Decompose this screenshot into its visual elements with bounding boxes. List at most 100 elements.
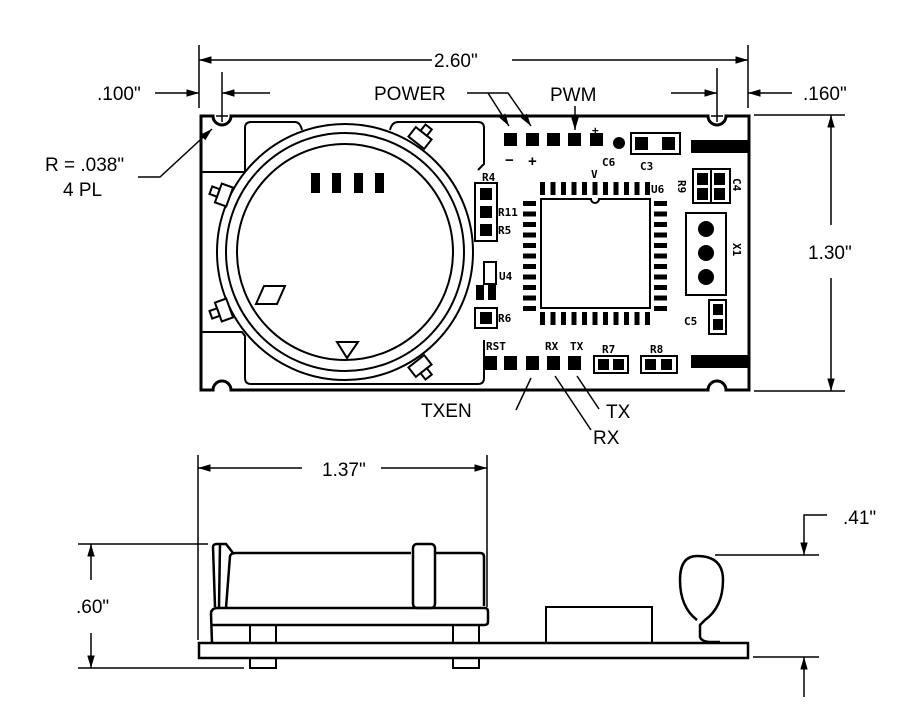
u6-pin <box>645 312 650 325</box>
u6-pin <box>603 312 608 325</box>
u6-pin <box>654 232 667 238</box>
u6-pin <box>654 285 667 290</box>
u6-pin <box>613 182 619 195</box>
r8-component <box>640 355 678 374</box>
u6-ic <box>523 182 667 325</box>
u6-pin <box>550 312 556 325</box>
u6-pin <box>523 285 536 290</box>
side-sensor-front-clip <box>211 542 234 608</box>
top-view: R4 R11 R5 U4 R6 − + + C6 C3 <box>45 45 852 449</box>
sensor-triangle-marker <box>335 341 360 360</box>
dim-label-overall-width: 2.60" <box>434 51 478 72</box>
leader-rx <box>554 375 592 431</box>
u6-pin <box>634 182 640 195</box>
label-r8: R8 <box>650 343 663 356</box>
u6-pin <box>571 182 577 195</box>
u6-pin <box>634 312 640 325</box>
u6-pin <box>654 201 667 206</box>
side-standoffs <box>249 624 480 669</box>
side-antenna-loop <box>678 554 725 644</box>
dim-label-left-hole-offset: .100" <box>97 84 141 105</box>
c5-component <box>708 299 727 335</box>
u6-pin <box>592 182 598 195</box>
side-pcb <box>197 641 750 660</box>
u6-pin <box>561 182 566 195</box>
label-c3: C3 <box>640 160 653 173</box>
dim-right-hole-offset <box>671 68 792 110</box>
u6-pin <box>654 222 667 227</box>
side-sensor-clip-band <box>411 542 437 610</box>
u6-pin <box>523 264 536 269</box>
sensor-inner-face <box>236 143 454 361</box>
label-tx-silk: TX <box>570 340 584 353</box>
u6-pin <box>654 211 667 217</box>
leader-power <box>467 92 532 127</box>
u6-pin <box>523 253 536 259</box>
label-r7: R7 <box>602 343 615 356</box>
dim-label-antenna-height: .41" <box>843 508 876 529</box>
u6-pin <box>540 312 545 325</box>
label-u4: U4 <box>499 270 513 283</box>
label-r9: R9 <box>675 180 688 193</box>
u6-pin <box>613 312 619 325</box>
dim-antenna-height <box>715 514 827 697</box>
u6-pin <box>624 182 629 195</box>
u6-pin <box>582 182 587 195</box>
u6-pin <box>654 306 667 311</box>
u6-pin <box>523 243 536 248</box>
sensor-face-bars <box>311 173 384 193</box>
callout-pwm: PWM <box>550 85 596 106</box>
side-sensor-mount-plate <box>209 606 490 644</box>
u6-pin <box>654 295 667 301</box>
u6-pin <box>571 312 577 325</box>
c3-component <box>630 132 681 155</box>
u6-pin <box>645 182 650 195</box>
u6-pin <box>603 182 608 195</box>
side-sensor-body <box>224 551 486 609</box>
dim-label-sensor-height: .60" <box>76 597 109 618</box>
power-pwm-header-pads <box>504 133 625 149</box>
u6-pin <box>561 312 566 325</box>
label-u6: U6 <box>651 183 665 196</box>
u6-pin <box>523 232 536 238</box>
u6-pin <box>523 274 536 280</box>
leader-txen <box>515 377 532 411</box>
dim-label-sensor-width: 1.37" <box>322 460 366 481</box>
u6-pin <box>582 312 587 325</box>
u6-pin <box>654 274 667 280</box>
sensor-outer-ring <box>216 123 474 381</box>
callout-rx: RX <box>593 428 620 449</box>
u6-pin <box>624 312 629 325</box>
u6-pin <box>654 243 667 248</box>
label-c4: C4 <box>730 178 743 192</box>
callout-txen: TXEN <box>421 401 472 422</box>
leader-hole-radius <box>138 128 213 178</box>
u6-pin <box>523 211 536 217</box>
u6-pin <box>523 306 536 311</box>
dim-label-overall-height: 1.30" <box>808 243 852 264</box>
label-minus: − <box>505 152 514 169</box>
dim-label-right-hole-offset: .160" <box>803 84 847 105</box>
serial-header-pads <box>484 356 581 370</box>
sensor-diamond-marker <box>254 285 287 305</box>
left-resistor-column <box>474 182 498 329</box>
callout-power: POWER <box>374 84 446 105</box>
u6-pin <box>540 182 545 195</box>
label-r6: R6 <box>498 312 512 325</box>
u6-pin <box>523 201 536 206</box>
sensor-mid-ring <box>225 132 465 372</box>
pad-bar-top-right <box>691 140 748 153</box>
dim-overall-height <box>754 114 845 392</box>
sensor-mount-outline <box>201 121 485 385</box>
label-x1: X1 <box>730 243 743 257</box>
label-c5: C5 <box>684 315 697 328</box>
u6-pin <box>592 312 598 325</box>
u6-pin <box>654 264 667 269</box>
leader-tx <box>576 375 600 410</box>
label-plus: + <box>528 153 537 170</box>
label-v: V <box>591 168 598 181</box>
label-plus-c6: + <box>592 124 599 137</box>
callout-tx: TX <box>606 402 631 423</box>
u6-pin <box>550 182 556 195</box>
r7-component <box>593 355 629 374</box>
